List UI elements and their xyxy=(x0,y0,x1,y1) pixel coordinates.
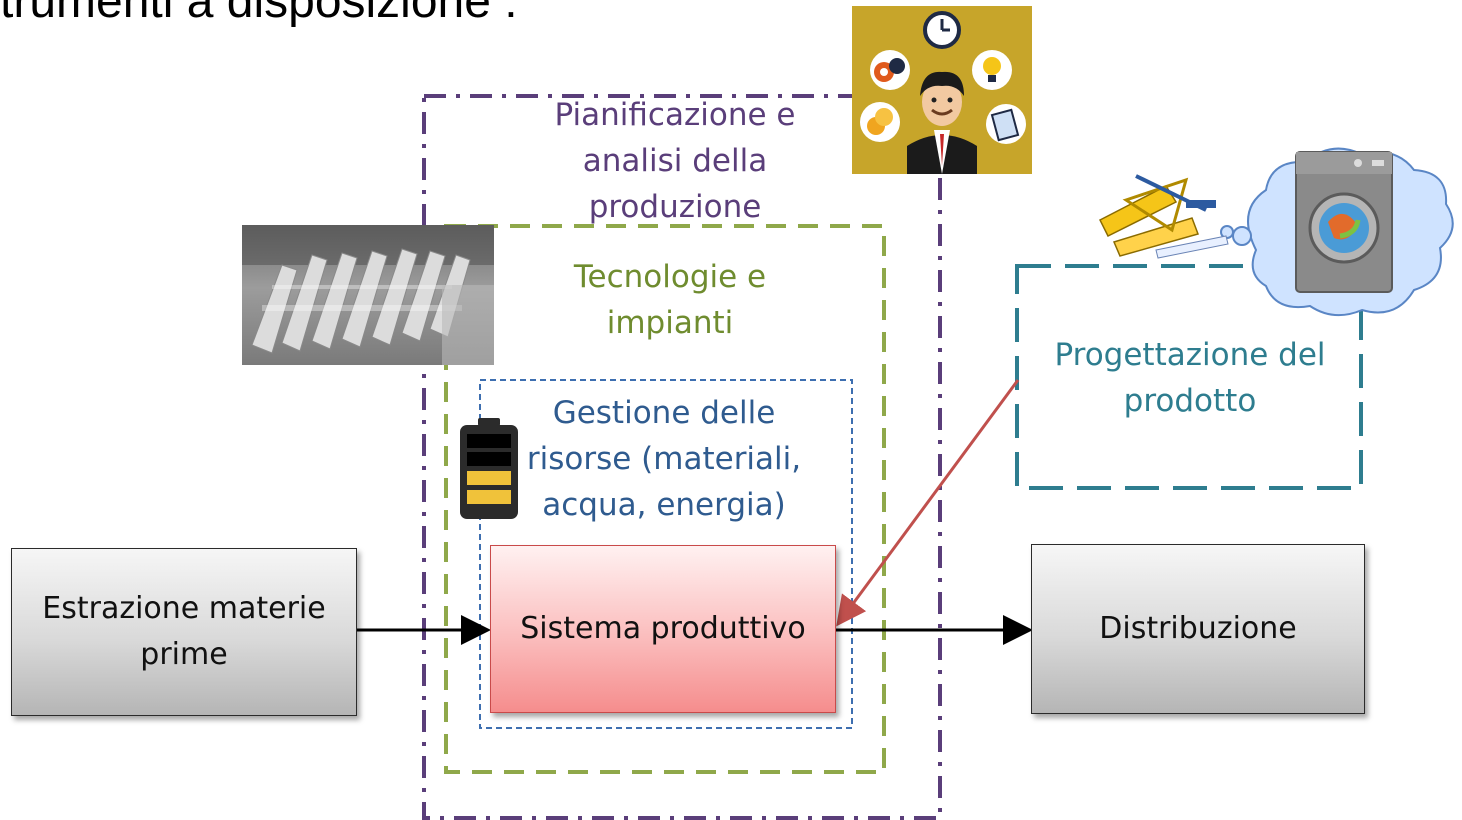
extraction-box-line: prime xyxy=(140,637,228,672)
resources-label-line: risorse (materiali, xyxy=(526,441,802,477)
technologies-label: Tecnologie e impianti xyxy=(520,254,820,346)
manager-with-tools-icon xyxy=(852,6,1032,174)
planning-frame xyxy=(422,94,942,820)
planning-label: Pianificazione e analisi della produzion… xyxy=(520,92,830,230)
washing-machine-thought-cloud-icon xyxy=(1096,140,1462,322)
arrow-design-to-production xyxy=(836,379,1020,627)
resources-label: Gestione delle risorse (materiali, acqua… xyxy=(514,390,814,528)
technologies-label-line: Tecnologie e xyxy=(573,259,767,295)
technologies-label-line: impianti xyxy=(606,305,734,341)
drafting-tools-icon xyxy=(1098,174,1229,259)
battery-icon xyxy=(458,418,520,522)
technologies-frame xyxy=(444,224,886,774)
extraction-box-line: Estrazione materie xyxy=(42,591,326,626)
distribution-box: Distribuzione xyxy=(1031,544,1365,714)
planning-label-line: produzione xyxy=(588,189,762,225)
page-heading: trumenti a disposizione : xyxy=(0,0,518,28)
planning-label-line: Pianificazione e xyxy=(554,97,796,133)
design-label-line: prodotto xyxy=(1123,383,1257,419)
resources-label-line: acqua, energia) xyxy=(542,487,786,523)
metal-parts-photo xyxy=(242,225,494,365)
production-box: Sistema produttivo xyxy=(490,545,836,713)
design-frame xyxy=(1015,264,1363,490)
resources-label-line: Gestione delle xyxy=(552,395,776,431)
design-label-line: Progettazione del xyxy=(1054,337,1326,373)
extraction-box: Estrazione materie prime xyxy=(11,548,357,716)
production-box-label: Sistema produttivo xyxy=(520,611,806,646)
planning-label-line: analisi della xyxy=(582,143,768,179)
distribution-box-label: Distribuzione xyxy=(1099,611,1297,646)
resources-frame xyxy=(479,379,853,729)
design-label: Progettazione del prodotto xyxy=(1040,332,1340,424)
